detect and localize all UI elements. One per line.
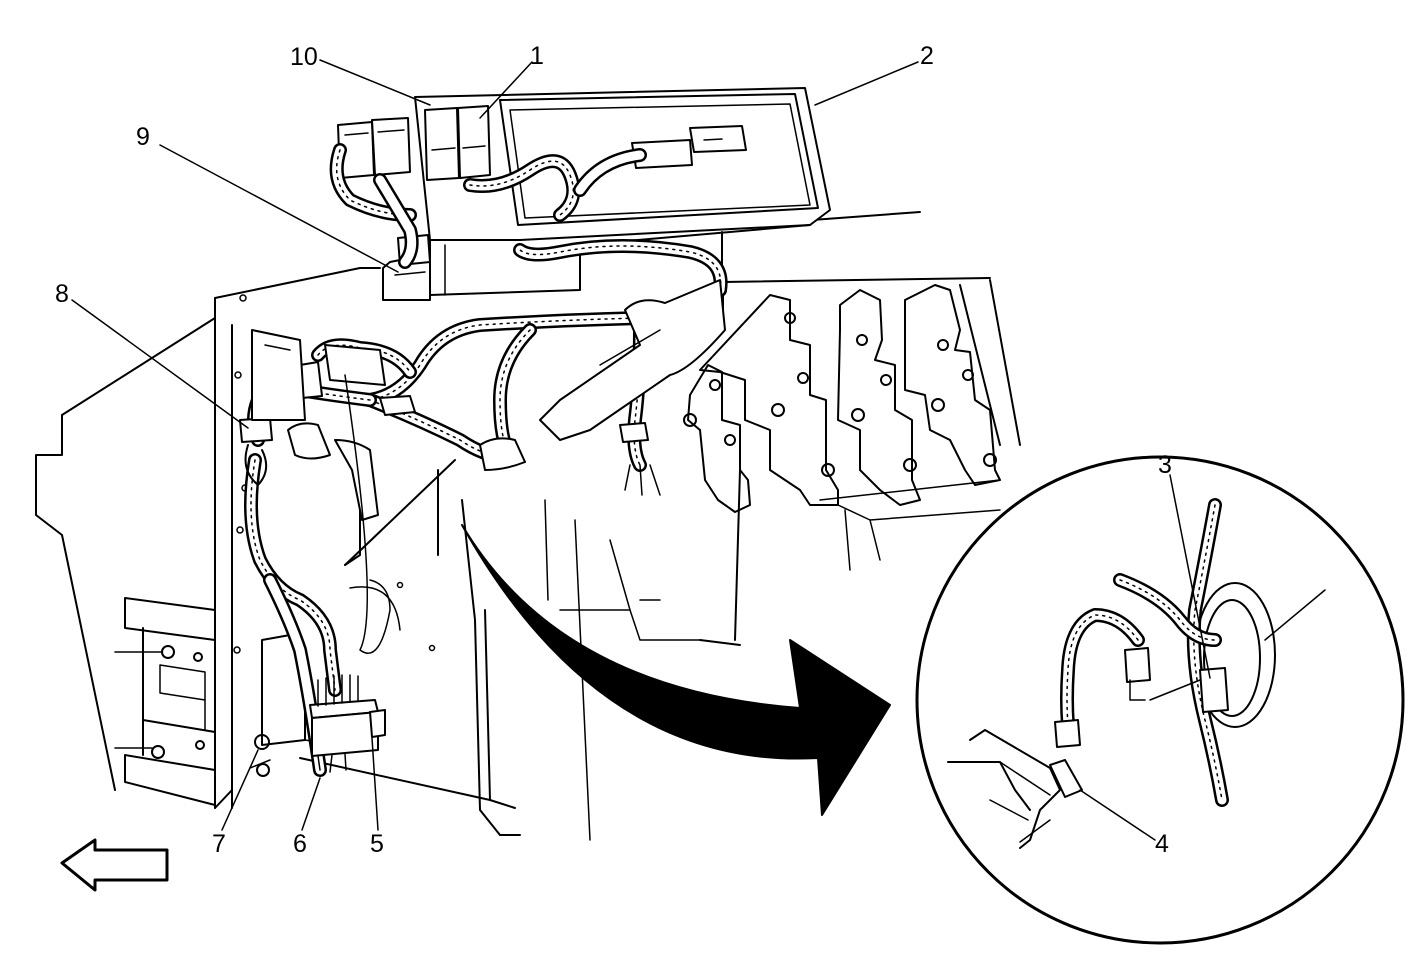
rear-shelf <box>722 211 1021 446</box>
floor-structure <box>344 459 881 841</box>
callouts: 10 1 2 9 8 3 7 6 5 4 <box>55 42 1172 858</box>
harness-details <box>239 279 726 773</box>
leader-lines <box>71 59 1211 841</box>
callout-7: 7 <box>212 830 226 858</box>
curved-arrow-icon <box>461 524 891 816</box>
left-arrow-icon <box>60 838 169 892</box>
callout-5: 5 <box>370 830 384 858</box>
module-connectors <box>337 105 491 181</box>
callout-1: 1 <box>530 42 544 70</box>
callout-4: 4 <box>1155 830 1169 858</box>
detail-view <box>915 455 1405 945</box>
callout-8: 8 <box>55 280 69 308</box>
callout-10: 10 <box>290 43 318 71</box>
mounting-bracket <box>114 597 216 806</box>
callout-9: 9 <box>136 123 150 151</box>
callout-6: 6 <box>293 830 307 858</box>
callout-3: 3 <box>1158 451 1172 479</box>
callout-2: 2 <box>920 42 934 70</box>
seat-brackets <box>683 284 1001 521</box>
